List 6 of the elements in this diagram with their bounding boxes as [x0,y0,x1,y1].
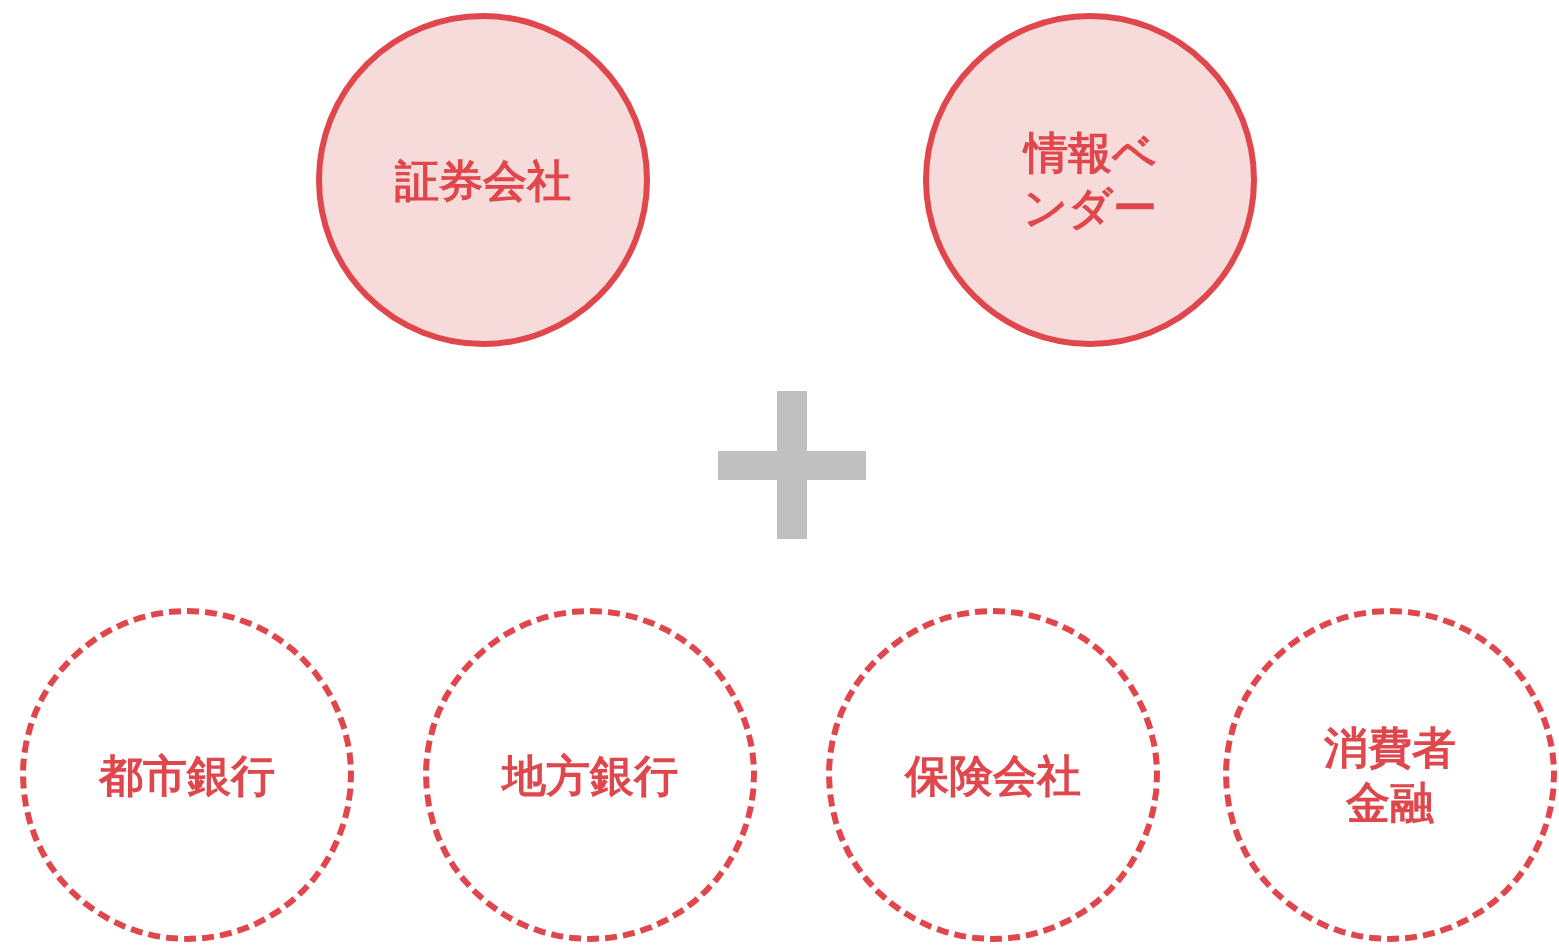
node-label: 都市銀行 [97,748,276,803]
node-label: 証券会社 [394,153,572,208]
node-label: 保険会社 [903,748,1082,803]
node-label: 消費者金融 [1324,721,1456,830]
node-label: 情報ベンダー [1021,126,1158,235]
node-label: 地方銀行 [499,748,679,803]
